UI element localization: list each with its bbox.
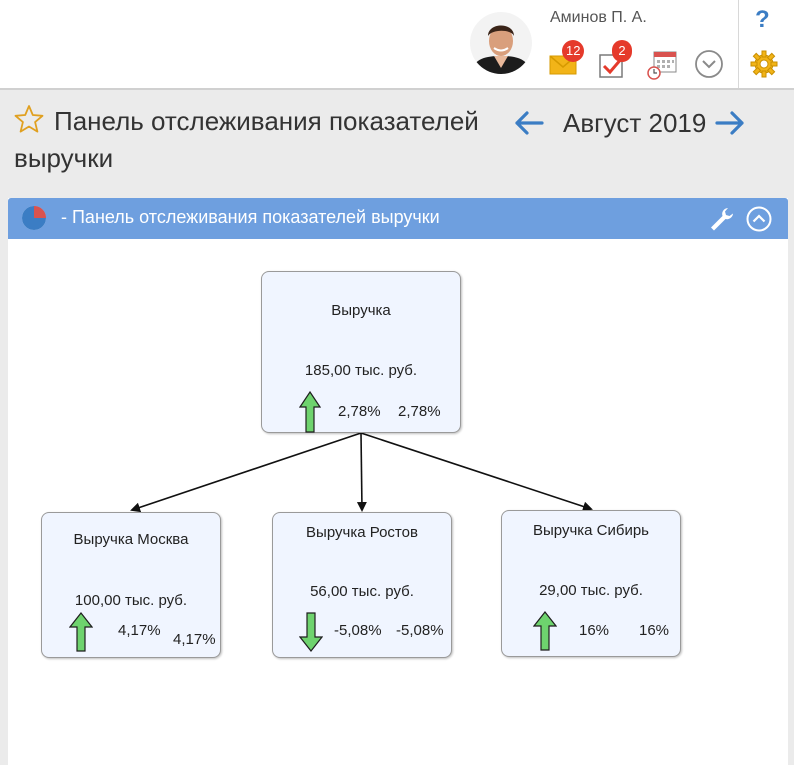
revenue-panel: - Панель отслеживания показателей выручк…: [8, 198, 788, 765]
kpi-node-change-2: 16%: [639, 622, 670, 639]
kpi-node-value: 29,00 тыс. руб.: [539, 582, 643, 599]
kpi-node-moscow[interactable]: Выручка Москва 100,00 тыс. руб. 4,17% 4,…: [41, 512, 221, 658]
trend-up-arrow-icon: [299, 391, 321, 433]
kpi-node-siberia[interactable]: Выручка Сибирь 29,00 тыс. руб. 16% 16%: [501, 510, 681, 657]
panel-header[interactable]: - Панель отслеживания показателей выручк…: [8, 198, 788, 239]
trend-down-arrow-icon: [299, 612, 323, 652]
trend-up-arrow-icon: [533, 611, 557, 651]
kpi-node-title: Выручка: [331, 302, 391, 319]
star-icon[interactable]: [14, 104, 44, 142]
kpi-node-value: 56,00 тыс. руб.: [310, 583, 414, 600]
kpi-node-rostov[interactable]: Выручка Ростов 56,00 тыс. руб. -5,08% -5…: [272, 512, 452, 658]
connector-moscow: [130, 432, 362, 513]
panel-settings-button[interactable]: [708, 205, 736, 233]
settings-button[interactable]: [748, 48, 782, 82]
kpi-node-value: 185,00 тыс. руб.: [304, 362, 418, 379]
calendar-button[interactable]: [646, 48, 680, 82]
kpi-node-change-1: 16%: [579, 622, 610, 639]
tasks-count-badge: 2: [612, 40, 632, 62]
wrench-icon: [711, 208, 733, 231]
page-title: Панель отслеживания показателей выручки: [14, 104, 504, 175]
kpi-node-change-1: -5,08%: [334, 622, 382, 639]
kpi-node-title: Выручка Сибирь: [532, 522, 649, 539]
trend-up-arrow-icon: [69, 612, 93, 652]
kpi-node-title: Выручка Москва: [73, 531, 189, 548]
calendar-icon: [647, 51, 677, 80]
kpi-node-change-2: -5,08%: [396, 622, 444, 639]
kpi-node-root[interactable]: Выручка 185,00 тыс. руб. 2,78% 2,78%: [261, 271, 461, 433]
previous-period-button[interactable]: [512, 106, 546, 140]
chevron-down-icon: [695, 50, 723, 78]
kpi-node-change-2: 2,78%: [398, 403, 441, 420]
kpi-node-change-1: 2,78%: [338, 403, 381, 420]
top-bar: Аминов П. А. 12 2 ?: [0, 0, 794, 90]
pie-chart-icon: [20, 204, 48, 237]
kpi-node-value: 100,00 тыс. руб.: [74, 592, 188, 609]
connector-rostov: [356, 432, 367, 512]
arrow-left-icon: [515, 111, 544, 135]
dropdown-button[interactable]: [694, 48, 728, 82]
kpi-node-change-2: 4,17%: [173, 631, 216, 648]
help-link[interactable]: ?: [755, 6, 770, 33]
mail-count-badge: 12: [562, 40, 585, 62]
arrow-right-icon: [715, 111, 744, 135]
panel-title: - Панель отслеживания показателей выручк…: [61, 207, 440, 227]
user-name[interactable]: Аминов П. А.: [550, 9, 647, 26]
page-title-text: Панель отслеживания показателей выручки: [14, 106, 479, 173]
period-label: Август 2019: [563, 108, 707, 138]
gear-icon: [750, 50, 778, 78]
kpi-node-change-1: 4,17%: [118, 622, 161, 639]
header-divider: [738, 0, 739, 88]
avatar[interactable]: [470, 12, 532, 74]
kpi-node-title: Выручка Ростов: [306, 524, 418, 541]
next-period-button[interactable]: [713, 106, 747, 140]
collapse-icon: [746, 206, 772, 232]
connector-siberia: [360, 432, 593, 512]
tree-connectors: [130, 432, 593, 513]
panel-collapse-button[interactable]: [745, 205, 773, 233]
